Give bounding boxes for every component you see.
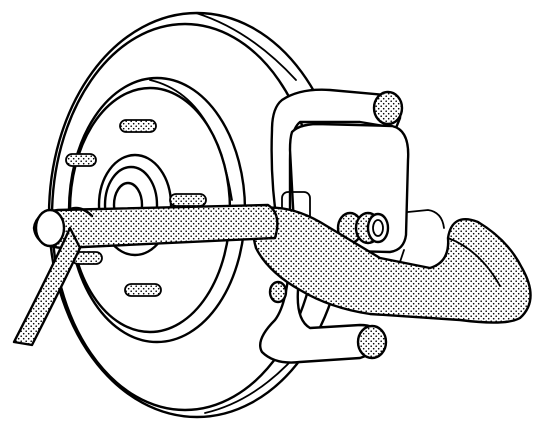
caliper-bracket xyxy=(251,206,532,324)
steering-knuckle xyxy=(258,88,404,364)
pry-bar xyxy=(12,203,279,347)
